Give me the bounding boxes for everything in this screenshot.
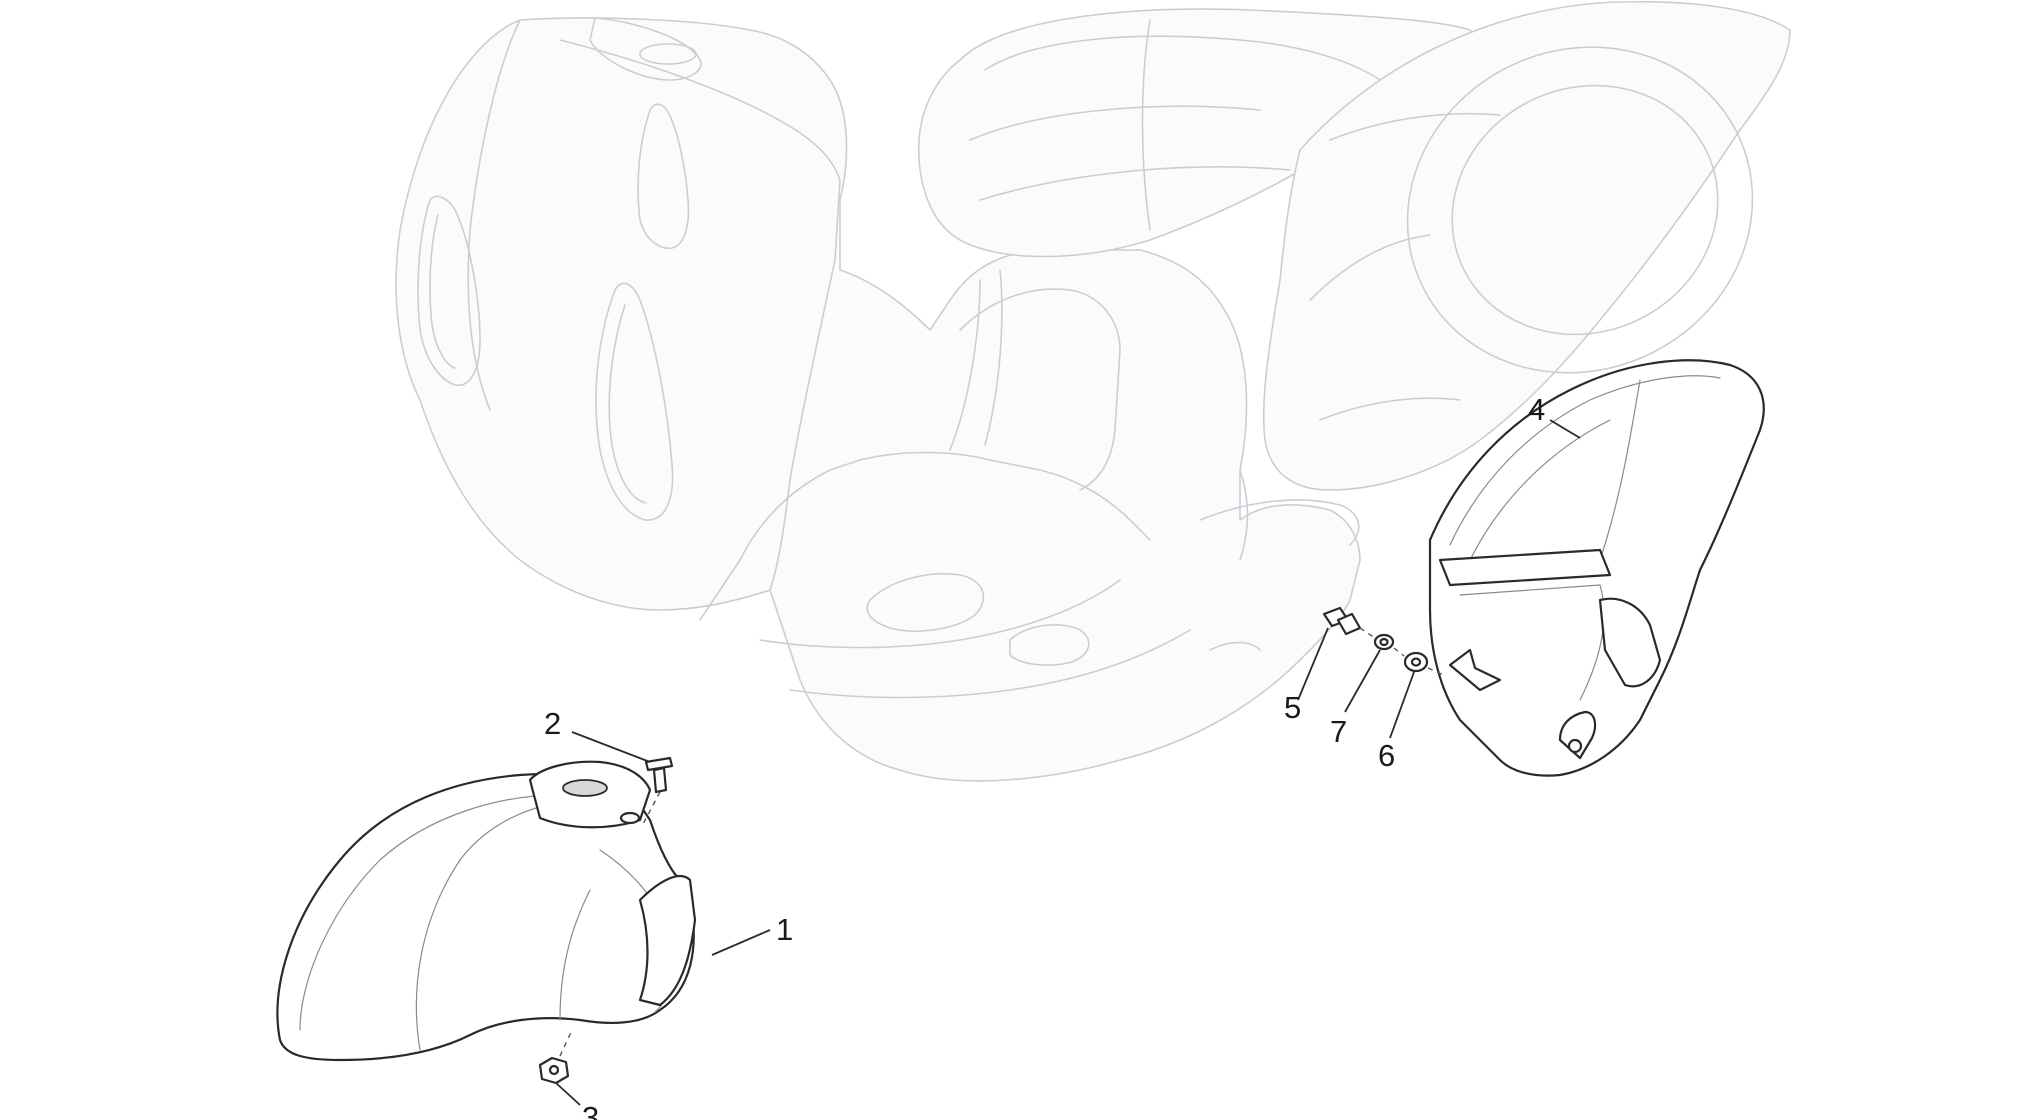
leader-lines (555, 419, 1581, 1106)
washer-part-7 (1373, 633, 1405, 657)
callout-3: 3 (582, 1100, 599, 1120)
scooter-body-outline (395, 0, 1791, 782)
rear-mudguard-part (1428, 359, 1765, 777)
callout-7: 7 (1330, 714, 1347, 749)
front-mudguard-part (276, 760, 697, 1062)
nut-part-3 (538, 1029, 573, 1085)
callout-4: 4 (1528, 392, 1545, 427)
washer-part-6 (1403, 651, 1447, 677)
callout-1: 1 (776, 912, 793, 947)
callout-6: 6 (1378, 738, 1395, 773)
screw-part-2 (641, 756, 674, 827)
callout-2: 2 (544, 706, 561, 741)
callout-5: 5 (1284, 690, 1301, 725)
screw-part-5 (1322, 606, 1379, 641)
